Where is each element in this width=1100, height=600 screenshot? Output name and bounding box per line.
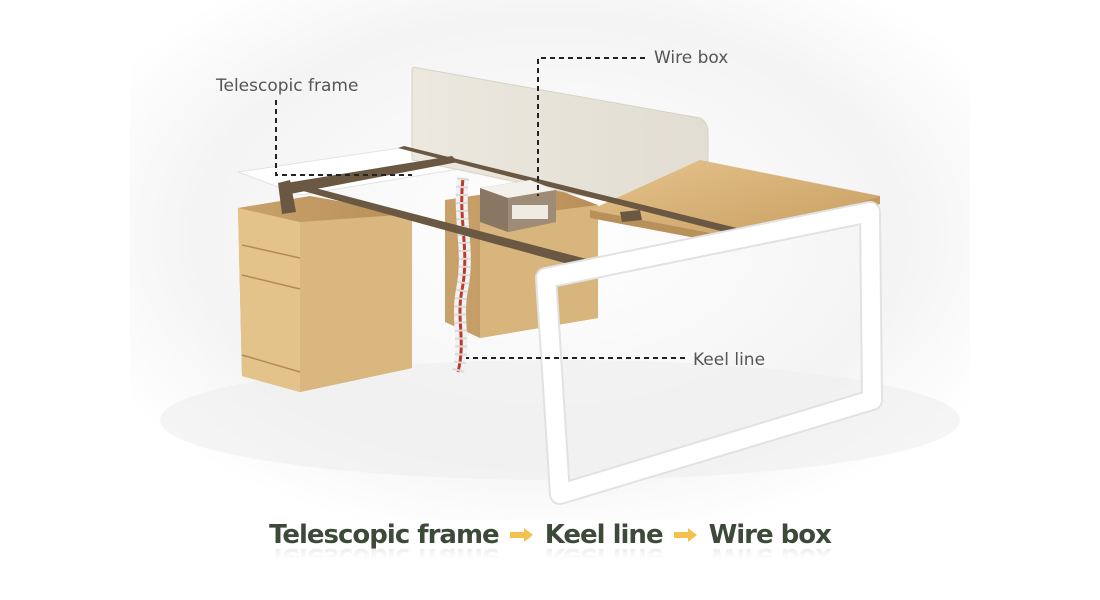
flow-step-keel-line: Keel line Keel line xyxy=(544,518,664,572)
drawer-divider-2 xyxy=(241,274,301,290)
left-pedestal xyxy=(238,196,412,392)
privacy-screen xyxy=(411,66,709,223)
callout-telescopic-frame: Telescopic frame xyxy=(216,76,359,96)
drawer-divider-3 xyxy=(241,354,301,373)
flow-step-label: Wire box xyxy=(708,520,832,550)
wire-box-leader xyxy=(537,57,645,196)
flow-step-telescopic-frame: Telescopic frame Telescopic frame xyxy=(269,518,500,572)
keel-line xyxy=(452,177,471,374)
flow-step-wire-box: Wire box Wire box xyxy=(708,518,832,572)
flow-step-label: Telescopic frame xyxy=(269,520,500,550)
wire-box xyxy=(480,180,556,232)
arrow-right-icon xyxy=(673,518,699,552)
desk-leg xyxy=(535,201,883,505)
callout-keel-line: Keel line xyxy=(693,350,766,370)
drawer-divider-1 xyxy=(241,244,301,259)
flow-step-label: Keel line xyxy=(544,520,664,550)
callout-lines xyxy=(275,57,685,359)
arrow-right-icon xyxy=(509,518,535,552)
telescopic-frame-leader xyxy=(275,100,412,176)
telescopic-frame xyxy=(278,146,745,270)
callout-wire-box: Wire box xyxy=(654,48,729,68)
process-flow: Telescopic frame Telescopic frame Keel l… xyxy=(0,518,1100,572)
